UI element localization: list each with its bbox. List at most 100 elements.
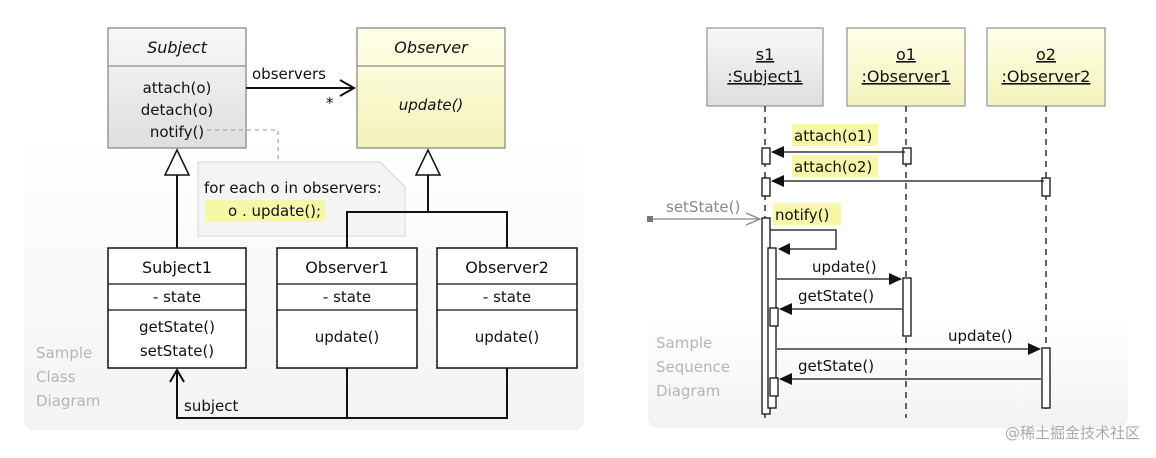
message-notify: notify() — [770, 203, 841, 255]
realization-branch — [346, 211, 508, 248]
class-observer2-op: update() — [475, 328, 540, 346]
class-observer: Observer update() — [356, 27, 506, 149]
sequence-diagram-caption: Sequence — [656, 358, 730, 376]
message-attach-o1: attach(o1) — [771, 124, 905, 158]
class-subject1-op: setState() — [140, 342, 214, 360]
message-arrowhead — [889, 273, 902, 285]
class-subject-op: attach(o) — [143, 79, 212, 97]
watermark: @稀土掘金技术社区 — [1005, 424, 1140, 442]
message-label: update() — [812, 258, 877, 276]
activation-o2-update — [1041, 347, 1051, 409]
class-subject-op: detach(o) — [141, 101, 213, 119]
message-label: getState() — [798, 357, 874, 375]
message-attach-o2: attach(o2) — [771, 155, 1044, 187]
activation-o1-attach1 — [902, 147, 912, 165]
lifeline-o1-type: :Observer1 — [862, 67, 951, 86]
class-subject-op: notify() — [150, 123, 204, 141]
note-notify: for each o in observers: o . update(); — [197, 129, 406, 237]
note-box — [197, 161, 406, 237]
lifeline-head-s1 — [706, 27, 824, 107]
message-highlight — [773, 203, 841, 225]
lifeline-s1-type: :Subject1 — [727, 67, 802, 86]
message-label: notify() — [775, 206, 829, 224]
class-observer1-attr: - state — [323, 288, 371, 306]
activation-o2-attach2 — [1041, 177, 1051, 197]
message-line — [770, 229, 837, 250]
lifeline-o1: o1 :Observer1 — [846, 27, 966, 418]
message-get-state-o1: getState() — [779, 287, 902, 315]
class-observer1-op: update() — [315, 328, 380, 346]
message-get-state-o2: getState() — [779, 357, 1041, 385]
class-subject1-op: getState() — [139, 318, 215, 336]
sequence-diagram-caption: Diagram — [656, 382, 720, 400]
class-subject1: Subject1 - state getState() setState() — [107, 247, 247, 369]
message-arrowhead — [779, 373, 792, 385]
activation-o1-update — [902, 277, 912, 337]
class-observer-name: Observer — [394, 38, 469, 57]
note-line-1: for each o in observers: — [204, 179, 382, 197]
association-subject-line — [176, 370, 347, 419]
activation-s1-notify — [767, 247, 777, 409]
message-highlight — [792, 124, 878, 146]
message-label: getState() — [798, 287, 874, 305]
class-diagram: Subject attach(o) detach(o) notify() Obs… — [24, 27, 584, 430]
activation-s1-getstate1 — [769, 307, 779, 327]
message-label: attach(o1) — [794, 127, 872, 145]
generalization-subject1 — [163, 148, 191, 248]
message-arrowhead — [771, 146, 784, 158]
class-observer2: Observer2 - state update() — [436, 247, 578, 369]
lifeline-head-o2 — [986, 27, 1106, 107]
association-multiplicity: * — [326, 94, 334, 112]
class-observer1-box — [276, 247, 418, 369]
note-line-2: o . update(); — [228, 202, 321, 220]
message-label: setState() — [666, 198, 740, 216]
association-subject-label: subject — [184, 397, 238, 415]
message-label: update() — [948, 327, 1013, 345]
found-message-start — [647, 216, 653, 222]
message-arrowhead — [779, 303, 792, 315]
class-observer-op: update() — [399, 96, 464, 114]
class-subject1-box — [107, 247, 247, 369]
class-diagram-caption: Diagram — [36, 392, 100, 410]
sequence-diagram-caption: Sample — [656, 334, 712, 352]
lifeline-o2: o2 :Observer2 — [986, 27, 1106, 412]
message-arrowhead — [778, 243, 790, 255]
class-observer2-attr: - state — [483, 288, 531, 306]
class-diagram-caption: Sample — [36, 344, 92, 362]
class-observer-box — [356, 27, 506, 149]
class-observer1-name: Observer1 — [305, 258, 389, 277]
message-arrowhead — [745, 212, 762, 226]
generalization-triangle — [163, 148, 191, 176]
class-diagram-caption: Class — [36, 368, 76, 386]
message-highlight — [792, 155, 878, 177]
activation-s1-attach1 — [761, 147, 771, 165]
association-observers: observers * — [246, 65, 357, 112]
class-subject1-attr: - state — [153, 288, 201, 306]
sequence-diagram: s1 :Subject1 o1 :Observer1 o2 :Observer2 — [647, 27, 1128, 428]
note-highlight — [205, 200, 325, 222]
association-subject-bus — [346, 368, 508, 419]
message-arrowhead — [771, 175, 784, 187]
message-update-o1: update() — [777, 258, 902, 285]
realization-observers — [346, 148, 508, 248]
class-subject1-name: Subject1 — [142, 258, 212, 277]
activation-s1-getstate2 — [769, 377, 779, 397]
class-observer1: Observer1 - state update() — [276, 247, 418, 369]
message-set-state: setState() — [647, 198, 762, 226]
activation-s1-attach2 — [761, 177, 771, 197]
class-subject-name: Subject — [147, 38, 208, 57]
message-label: attach(o2) — [794, 158, 872, 176]
class-observer2-name: Observer2 — [465, 258, 549, 277]
lifeline-o2-type: :Observer2 — [1002, 67, 1091, 86]
lifeline-o1-name: o1 — [896, 45, 916, 64]
message-arrowhead — [1028, 343, 1041, 355]
association-arrowhead — [339, 79, 357, 97]
message-update-o2: update() — [777, 327, 1041, 355]
association-subject: subject — [169, 368, 508, 419]
association-label: observers — [252, 65, 326, 83]
lifeline-s1-name: s1 — [756, 45, 775, 64]
association-subject-arrowhead — [169, 368, 185, 383]
lifeline-head-o1 — [846, 27, 966, 107]
lifeline-o2-name: o2 — [1036, 45, 1056, 64]
